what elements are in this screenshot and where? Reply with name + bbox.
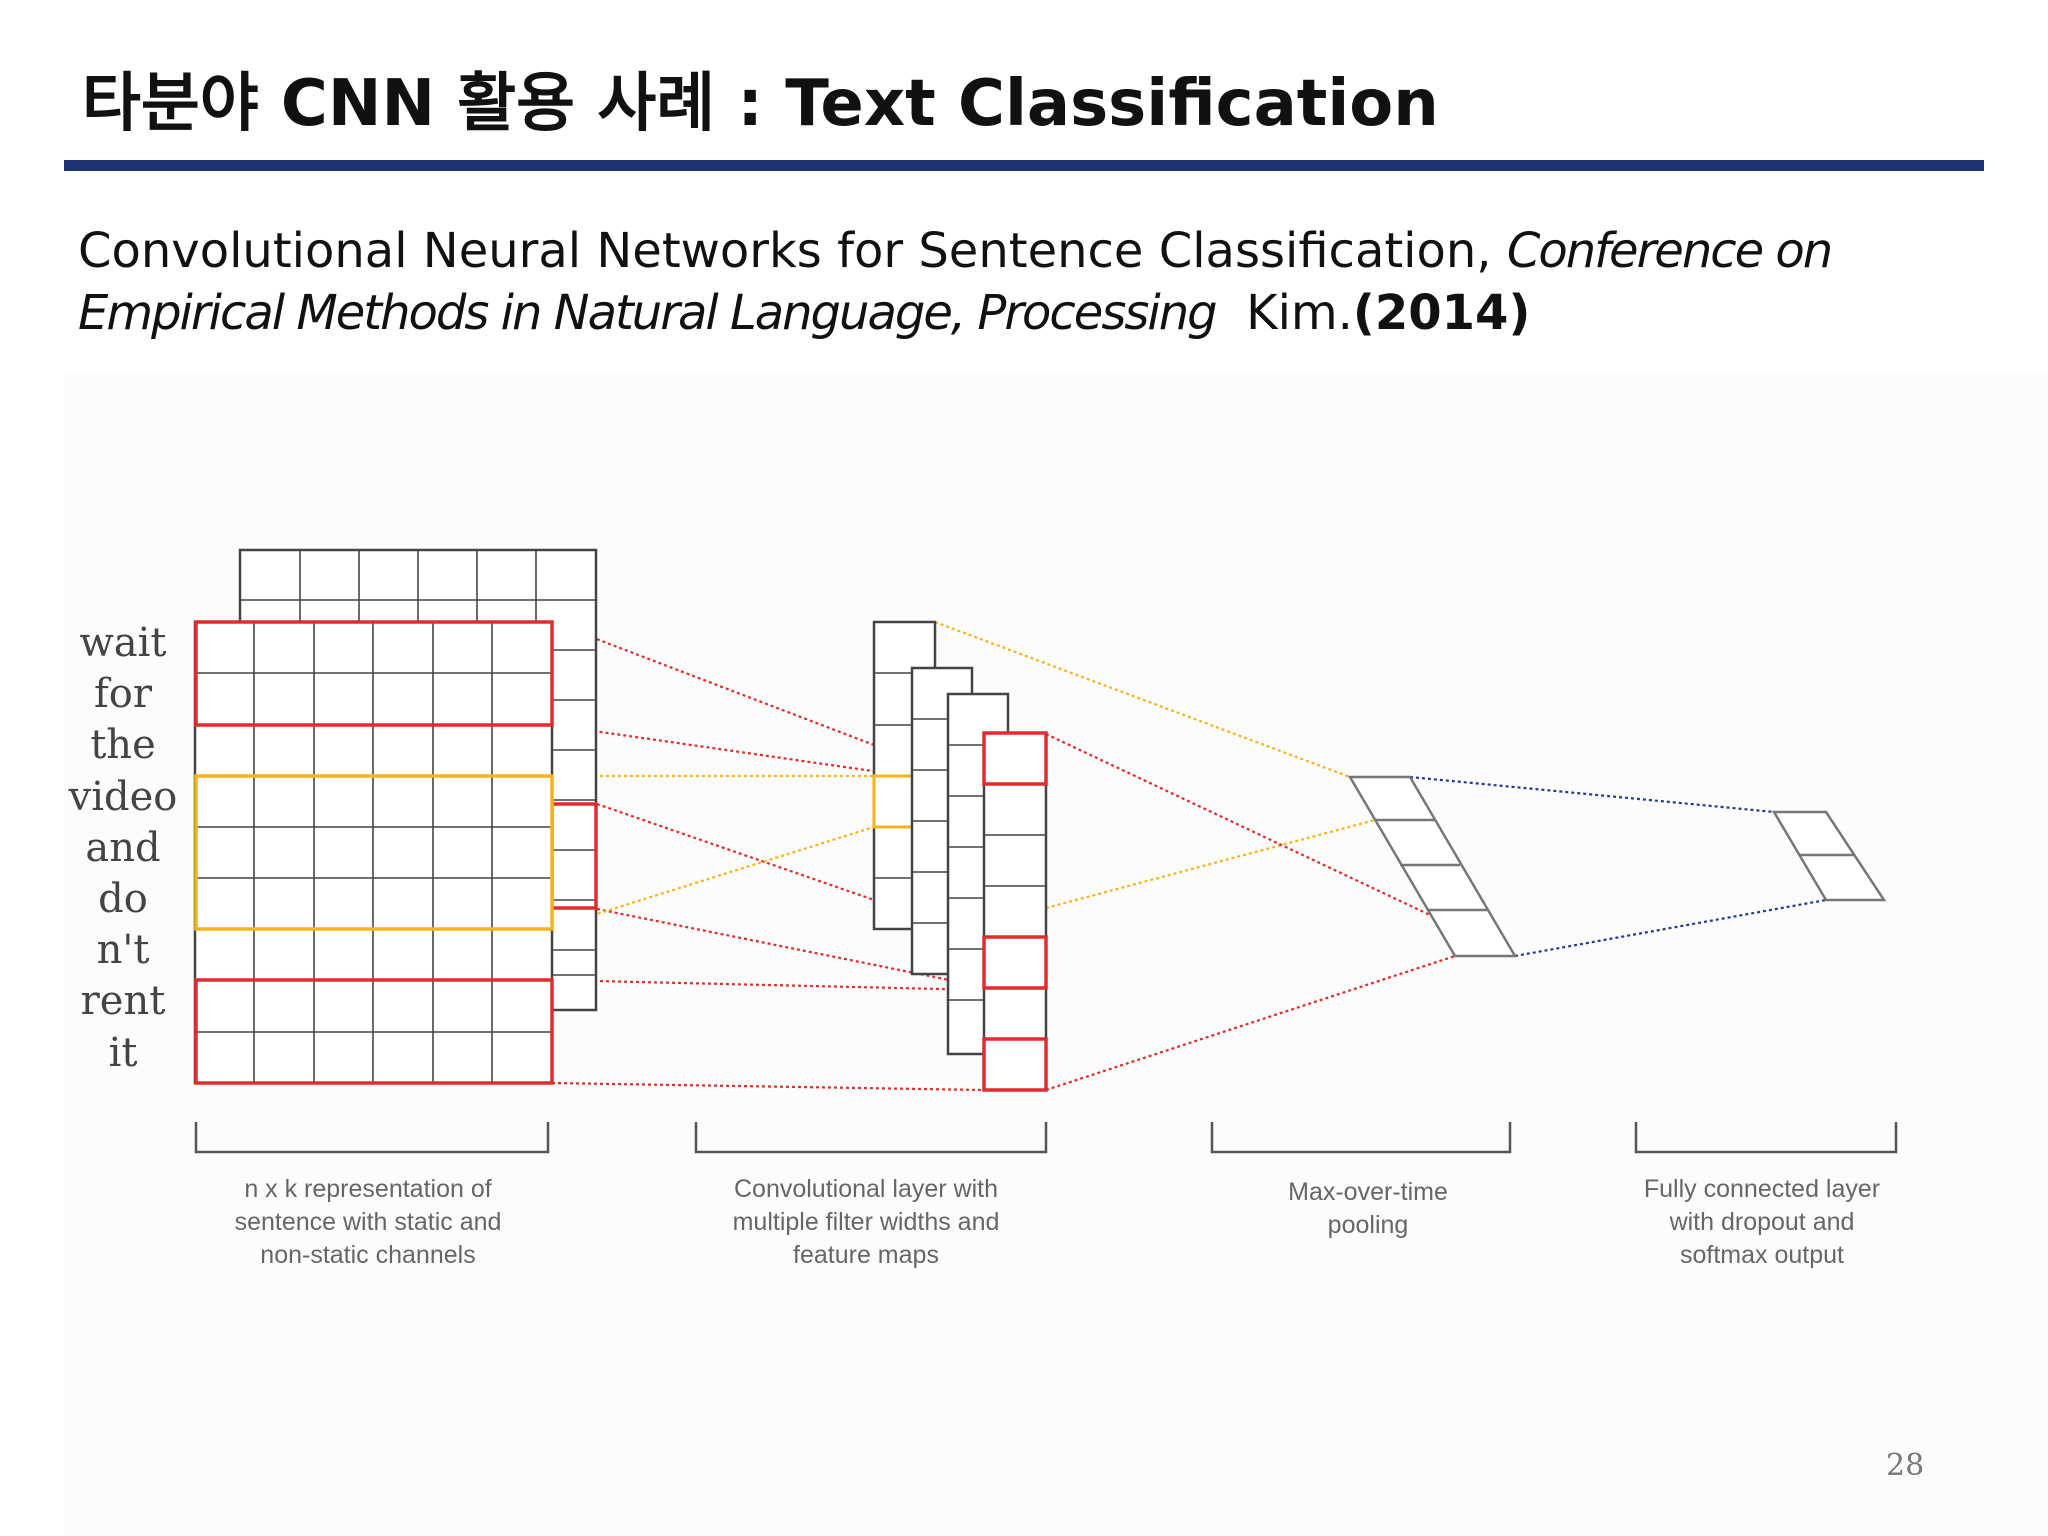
citation-paper-title: Convolutional Neural Networks for Senten… [78, 223, 1492, 279]
caption-fully-connected: softmax output [1680, 1241, 1844, 1269]
connector-blue [1409, 775, 1775, 814]
caption-sentence-matrix: sentence with static and [235, 1208, 502, 1236]
title-rule [64, 160, 1984, 171]
word-labels: wait for the video and do n't rent it [68, 620, 178, 1076]
caption-sentence-matrix: non-static channels [260, 1241, 475, 1269]
word-label: do [98, 876, 148, 922]
filter-window-yellow [194, 774, 554, 931]
connector-yellow [551, 825, 875, 930]
connector-yellow [1045, 818, 1376, 910]
bracket [694, 1122, 1048, 1154]
citation-year: (2014) [1352, 285, 1531, 341]
caption-sentence-matrix: n x k representation of [244, 1175, 491, 1203]
word-label: it [109, 1030, 138, 1076]
caption-fully-connected: with dropout and [1669, 1208, 1855, 1236]
feature-map-red-cell [982, 935, 1048, 990]
connector-red [1045, 954, 1456, 1092]
word-label: rent [81, 978, 166, 1024]
caption-pooling: Max-over-time [1288, 1178, 1448, 1206]
filter-window-red-top [194, 620, 554, 727]
pooling-vector [1347, 775, 1518, 958]
word-label: and [85, 825, 160, 871]
connector-red [551, 1081, 985, 1092]
connector-red [551, 978, 985, 992]
connector-yellow [934, 620, 1351, 779]
connector-red [551, 723, 985, 789]
connector-blue [1514, 898, 1827, 958]
slide-title: 타분야 CNN 활용 사례 : Text Classification [82, 67, 1439, 141]
caption-conv-layer: multiple filter widths and [733, 1208, 1000, 1236]
caption-pooling: pooling [1328, 1211, 1409, 1239]
stage-captions: n x k representation of sentence with st… [235, 1175, 1881, 1269]
citation: Convolutional Neural Networks for Senten… [78, 220, 1978, 344]
citation-venue: Conference on Empirical Methods in Natur… [78, 223, 1833, 341]
bracket [1634, 1122, 1898, 1154]
word-label: the [90, 722, 156, 768]
feature-map-4 [982, 731, 1048, 1092]
connector-red [1045, 733, 1431, 916]
word-label: for [94, 671, 153, 717]
connector-red [596, 802, 985, 940]
bracket [1210, 1122, 1512, 1154]
word-label: wait [80, 620, 167, 666]
sentence-matrix-front [193, 620, 554, 1085]
word-label: video [68, 774, 178, 820]
page-number: 28 [1886, 1448, 1925, 1483]
citation-author: Kim. [1246, 285, 1353, 341]
filter-window-red-bottom [194, 978, 554, 1085]
connector-lines [551, 620, 1827, 1092]
word-label: n't [97, 927, 150, 973]
caption-fully-connected: Fully connected layer [1644, 1175, 1880, 1203]
feature-map-red-cell [982, 1037, 1048, 1092]
bracket [194, 1122, 550, 1154]
feature-map-red-cell [982, 731, 1048, 786]
fully-connected-output [1771, 810, 1887, 902]
caption-conv-layer: Convolutional layer with [734, 1175, 998, 1203]
caption-conv-layer: feature maps [793, 1241, 939, 1269]
stage-brackets [194, 1122, 1898, 1154]
